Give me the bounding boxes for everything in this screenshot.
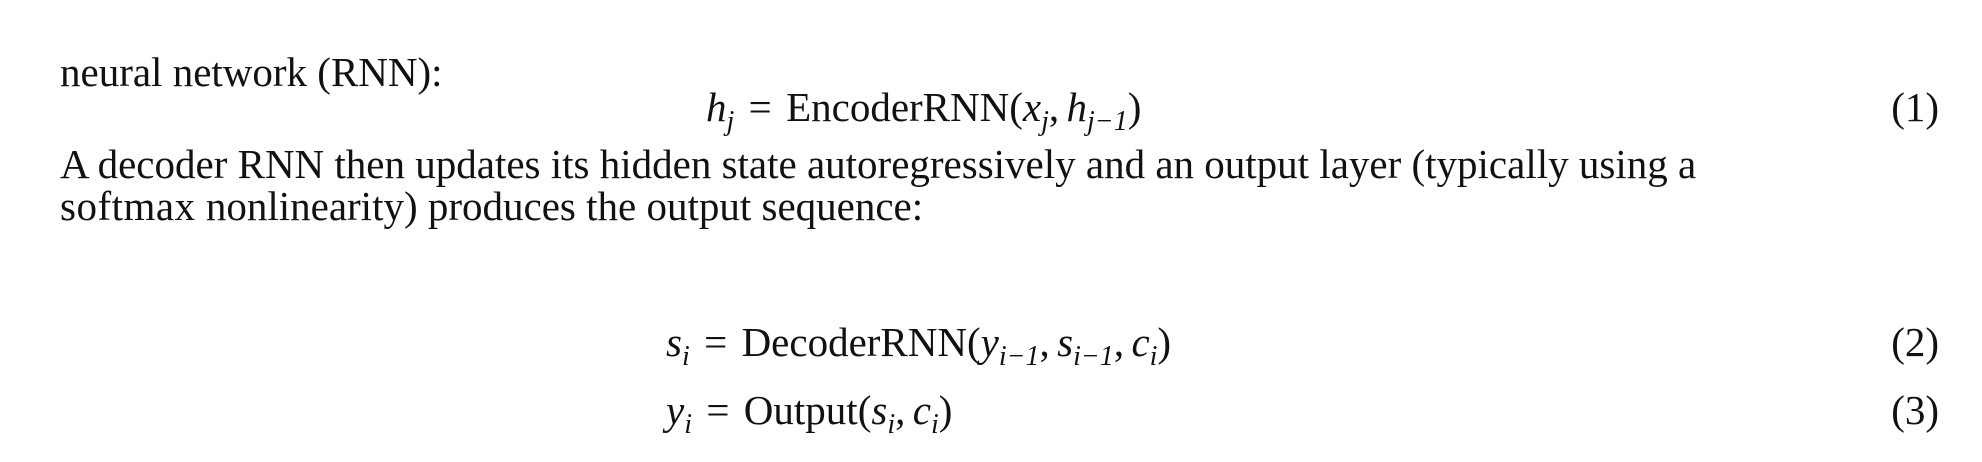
equation-2: si=DecoderRNN(yi−1,si−1,ci) [666,319,1172,372]
eq1-equals: = [748,84,772,130]
eq3-arg2-sub: i [930,409,939,440]
eq3-lhs-sub: i [684,409,692,440]
eq2-arg2-var: s [1057,319,1074,365]
eq1-arg2-var: h [1066,84,1088,130]
equation-1: hj=EncoderRNN(xj,hj−1) [706,84,1142,137]
eq2-arg1-var: y [980,319,999,365]
equation-1-number: (1) [1891,84,1939,130]
eq2-function: DecoderRNN [741,319,967,365]
paragraph-text-decoder-line1: A decoder RNN then updates its hidden st… [60,144,1696,185]
eq2-lhs-var: s [666,319,682,365]
eq3-arg1-var: s [871,387,888,433]
eq2-arg3-sub: i [1149,341,1158,372]
eq2-arg3-var: c [1131,319,1150,365]
eq3-equals: = [706,387,730,433]
eq3-arg2-var: c [912,387,931,433]
eq3-lhs-var: y [666,387,685,433]
paragraph-text-intro: neural network (RNN): [60,52,443,93]
eq1-arg2-sub: j−1 [1087,106,1128,137]
eq1-lhs-var: h [706,84,727,130]
eq2-arg1-sub: i−1 [998,341,1040,372]
softmax-math-text: softmax [60,183,196,229]
eq3-arg1-sub: i [887,409,896,440]
eq3-function: Output [743,387,858,433]
equation-3: yi=Output(si,ci) [666,387,953,440]
eq2-arg2-sub: i−1 [1073,341,1114,372]
eq1-function: EncoderRNN [786,84,1010,130]
paragraph-text-decoder-line2: softmax nonlinearity) produces the outpu… [60,186,923,227]
eq2-equals: = [704,319,728,365]
equation-2-number: (2) [1891,319,1939,365]
eq1-arg1-sub: j [1041,106,1049,137]
equation-3-number: (3) [1891,387,1939,433]
eq1-lhs-sub: j [726,106,735,137]
eq2-lhs-sub: i [681,341,690,372]
decoder-line2-rest: nonlinearity) produces the output sequen… [195,183,924,229]
intro-text: neural network (RNN): [60,49,443,95]
eq1-arg1-var: x [1022,84,1042,130]
decoder-line1-text: A decoder RNN then updates its hidden st… [60,141,1697,187]
